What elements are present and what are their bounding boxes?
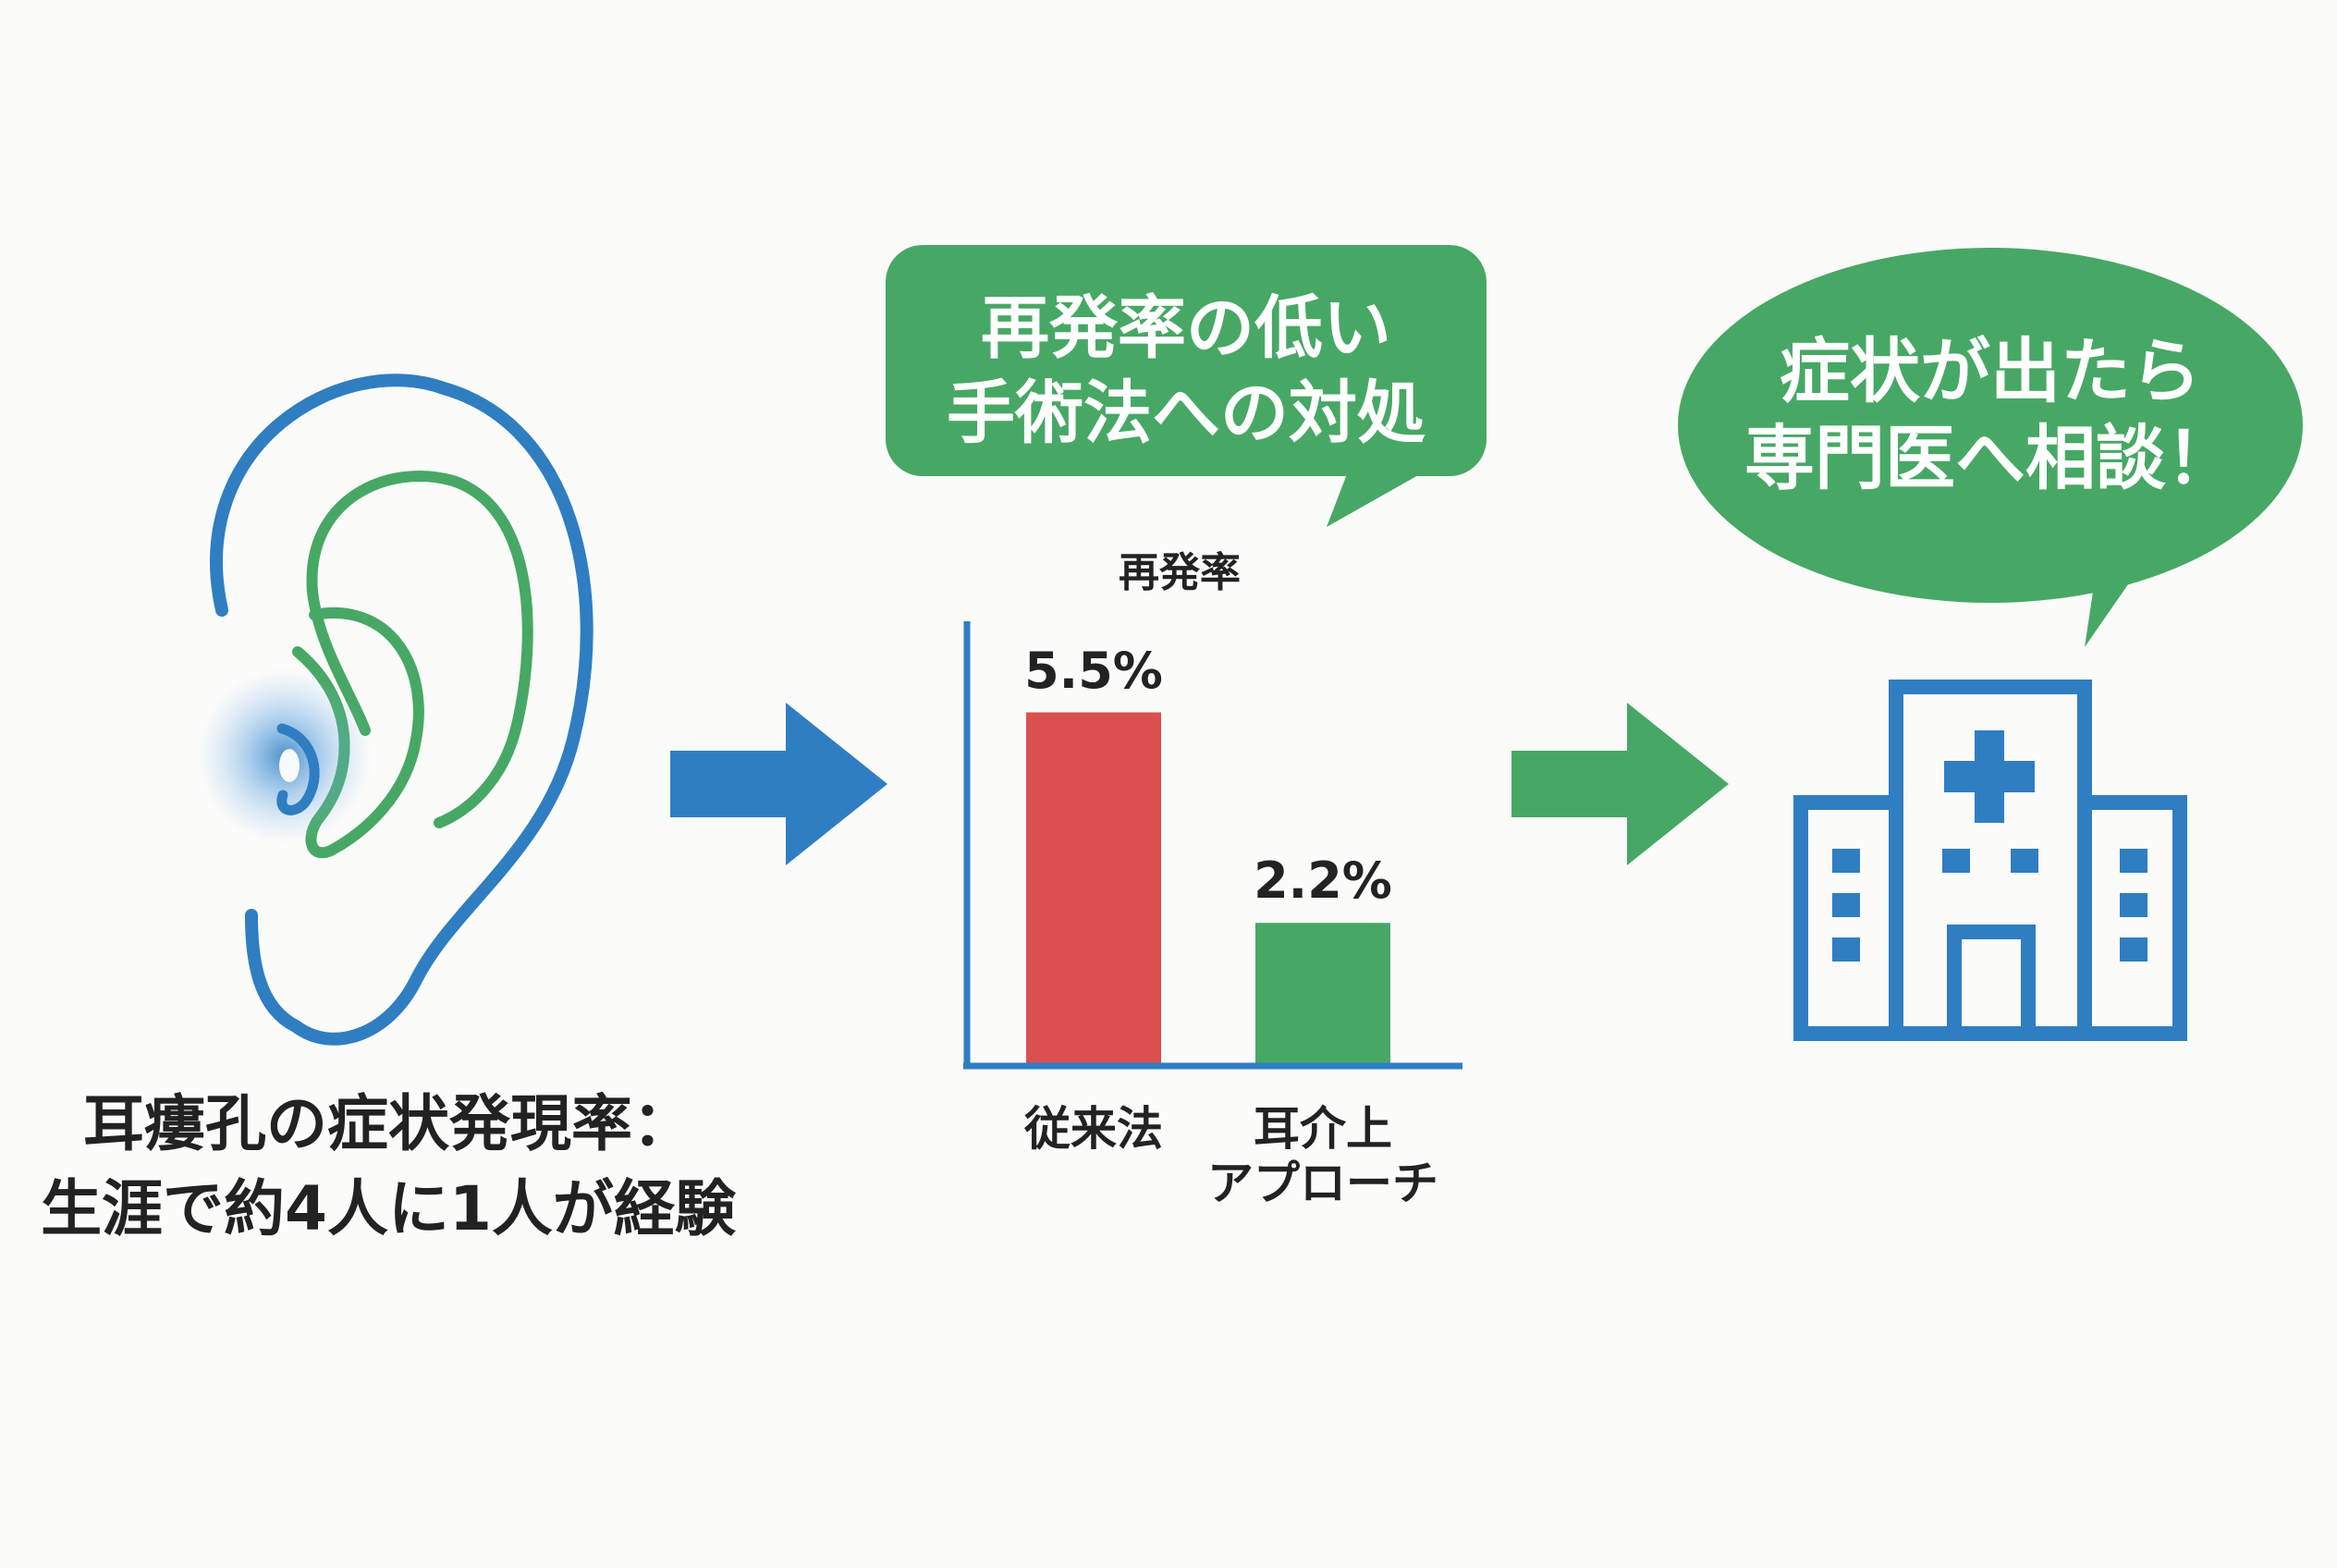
bubble-surgery-line1: 再発率の低い: [981, 288, 1391, 368]
bubble-consult-line2: 専門医へ相談！: [1744, 417, 2236, 499]
bubble-consult-line1: 症状が出たら: [1780, 330, 2201, 412]
ear-caption-line1: 耳瘻孔の症状発現率：: [83, 1088, 693, 1159]
bar-2: [1255, 923, 1390, 1063]
bubble-surgery-line2: 手術法への対処: [947, 374, 1425, 453]
ear-icon: [197, 374, 593, 1046]
medical-cross-icon: [1944, 730, 2035, 823]
ear-caption-line2: 生涯で約4人に1人が経験: [41, 1173, 736, 1244]
chart-title: 再発率: [1119, 549, 1241, 596]
chart-marks: [1026, 712, 1390, 1063]
category-label-2: 耳介上アプローチ: [1175, 1102, 1471, 1211]
hospital-windows: [1832, 849, 2147, 962]
category-label-line: 耳介上: [1254, 1102, 1392, 1156]
category-label-1: 従来法: [946, 1102, 1242, 1157]
arrow-right-icon: [1511, 703, 1729, 865]
speech-bubble-surgery: [886, 245, 1487, 527]
hospital-icon: [1793, 680, 2187, 1041]
bar-1: [1026, 712, 1161, 1063]
category-label-line: 従来法: [1024, 1102, 1163, 1156]
arrow-right-icon: [670, 703, 887, 865]
value-label-1: 5.5%: [1024, 641, 1163, 700]
speech-bubble-consult: [1678, 248, 2303, 647]
category-label-line: アプローチ: [1207, 1157, 1438, 1210]
value-label-2: 2.2%: [1254, 851, 1392, 911]
